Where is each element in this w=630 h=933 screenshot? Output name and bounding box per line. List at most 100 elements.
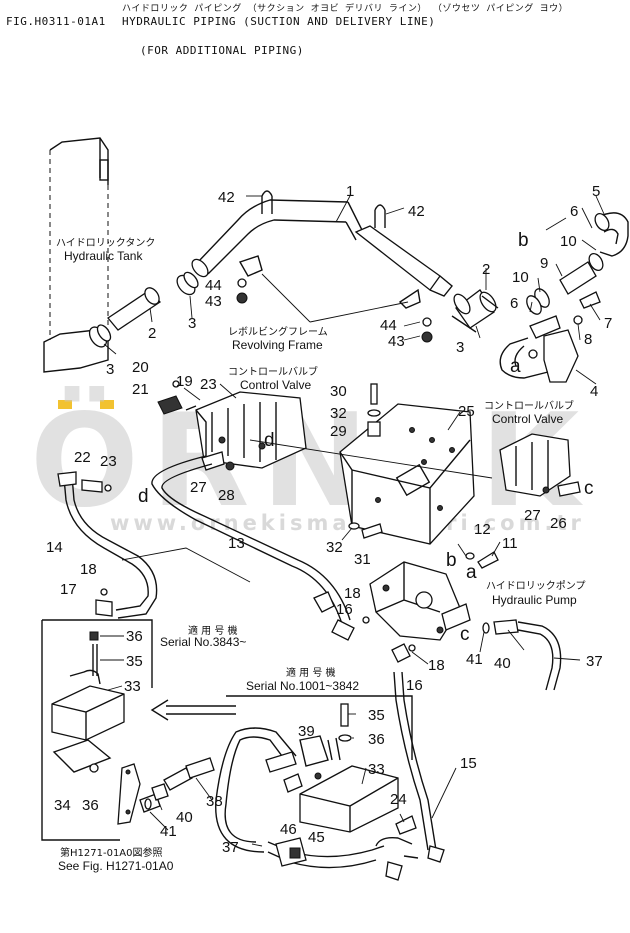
callout-21: 21 bbox=[132, 381, 149, 398]
hose-15-outline bbox=[401, 671, 437, 851]
callout-19: 19 bbox=[176, 373, 193, 390]
callout-3: 3 bbox=[188, 315, 196, 332]
watermark-brand: ÖRNEK bbox=[30, 386, 591, 536]
callout-15: 15 bbox=[460, 755, 477, 772]
hydraulic-pump-label: Hydraulic Pump bbox=[492, 593, 577, 607]
callout-37: 37 bbox=[222, 839, 239, 856]
callout-7: 7 bbox=[604, 315, 612, 332]
elbow-pipe-5-assembly bbox=[499, 212, 629, 383]
hose-37-right bbox=[517, 629, 554, 691]
callout-40: 40 bbox=[494, 655, 511, 672]
serial-arrow-icon bbox=[150, 699, 236, 721]
hose-13-outline bbox=[161, 463, 351, 621]
callout-a: a bbox=[510, 356, 521, 377]
connection-line-d bbox=[249, 439, 493, 479]
leader-lines bbox=[100, 195, 605, 847]
hose-15-fitting-2 bbox=[427, 845, 445, 863]
callout-27: 27 bbox=[190, 479, 207, 496]
callout-22: 22 bbox=[74, 449, 91, 466]
pipe-bracket-right bbox=[398, 288, 421, 309]
title-japanese: ハイドロリック パイピング （サクション オヨビ デリバリ ライン） （ゾウセツ… bbox=[122, 4, 569, 14]
hose-15 bbox=[393, 671, 429, 851]
callout-1: 1 bbox=[346, 183, 354, 200]
callout-36: 36 bbox=[82, 797, 99, 814]
hydraulic-pump bbox=[369, 561, 471, 641]
title-english: HYDRAULIC PIPING (SUCTION AND DELIVERY L… bbox=[122, 15, 436, 28]
callout-6: 6 bbox=[510, 295, 518, 312]
callout-32: 32 bbox=[326, 539, 343, 556]
callout-40: 40 bbox=[176, 809, 193, 826]
washer-44-right bbox=[422, 317, 432, 327]
callout-c: c bbox=[460, 624, 470, 645]
washer-32 bbox=[367, 409, 381, 417]
callout-3: 3 bbox=[456, 339, 464, 356]
callout-46: 46 bbox=[280, 821, 297, 838]
bolt-30 bbox=[370, 383, 378, 405]
bolt-31 bbox=[361, 523, 383, 539]
o-ring-18 bbox=[408, 644, 416, 652]
control-valve-left-label-jp: コントロールバルブ bbox=[228, 365, 318, 378]
revolving-frame-label: Revolving Frame bbox=[232, 338, 323, 352]
hose-14 bbox=[57, 471, 158, 619]
hose-15-end bbox=[375, 836, 419, 859]
bolt-11 bbox=[477, 551, 499, 569]
watermark-accent-2 bbox=[100, 400, 114, 409]
watermark-accent bbox=[58, 400, 72, 409]
hose-2-right bbox=[451, 289, 499, 333]
callout-45: 45 bbox=[308, 829, 325, 846]
callout-2: 2 bbox=[148, 325, 156, 342]
callout-33: 33 bbox=[124, 678, 141, 695]
serial-left-label-jp: 適 用 号 機 bbox=[188, 624, 238, 637]
serial-mid-label-jp: 適 用 号 機 bbox=[286, 666, 336, 679]
callout-42: 42 bbox=[218, 189, 235, 206]
see-fig-label-jp: 第H1271-01A0図参照 bbox=[60, 846, 163, 859]
callout-13: 13 bbox=[228, 535, 245, 552]
fitting-16 bbox=[391, 643, 411, 663]
callout-14: 14 bbox=[46, 539, 63, 556]
callout-39: 39 bbox=[298, 723, 315, 740]
callout-32: 32 bbox=[330, 405, 347, 422]
callout-d: d bbox=[138, 486, 149, 507]
callout-10: 10 bbox=[560, 233, 577, 250]
u-bolt-42-left bbox=[261, 190, 273, 214]
hose-13 bbox=[151, 455, 343, 625]
o-ring-18-upper bbox=[362, 616, 370, 624]
callout-31: 31 bbox=[354, 551, 371, 568]
subtitle: (FOR ADDITIONAL PIPING) bbox=[140, 44, 304, 57]
callout-10: 10 bbox=[512, 269, 529, 286]
watermark: ÖRNEK www.ornekismakinalari.com.tr bbox=[30, 386, 591, 536]
callout-4: 4 bbox=[590, 383, 598, 400]
hose-37-right-outline bbox=[517, 621, 562, 691]
callout-12: 12 bbox=[474, 521, 491, 538]
hose-37-loop-outline bbox=[215, 727, 297, 853]
washer-12 bbox=[465, 552, 475, 560]
callout-37: 37 bbox=[586, 653, 603, 670]
callout-18: 18 bbox=[428, 657, 445, 674]
hose-2-left bbox=[88, 287, 161, 348]
callout-28: 28 bbox=[218, 487, 235, 504]
suction-pipe-1 bbox=[176, 199, 453, 297]
callout-20: 20 bbox=[132, 359, 149, 376]
callout-30: 30 bbox=[330, 383, 347, 400]
inset-serial-1001-3842 bbox=[226, 695, 417, 835]
serial-left-label: Serial No.3843~ bbox=[160, 635, 246, 649]
bracket-see-fig bbox=[117, 757, 215, 825]
callout-44: 44 bbox=[380, 317, 397, 334]
callout-34: 34 bbox=[54, 797, 71, 814]
bracket-25 bbox=[339, 383, 475, 545]
callout-17: 17 bbox=[60, 581, 77, 598]
hydraulic-tank-label-jp: ハイドロリックタンク bbox=[56, 237, 155, 249]
callout-25: 25 bbox=[458, 403, 475, 420]
fitting-40 bbox=[493, 619, 519, 635]
hose-13-fitting-2 bbox=[313, 591, 335, 613]
control-valve-right-label: Control Valve bbox=[492, 412, 563, 426]
callout-24: 24 bbox=[390, 791, 407, 808]
callout-38: 38 bbox=[206, 793, 223, 810]
callout-43: 43 bbox=[205, 293, 222, 310]
control-valve-right bbox=[499, 433, 581, 497]
hose-37-loop bbox=[224, 736, 289, 843]
watermark-url: www.ornekismakinalari.com.tr bbox=[110, 511, 585, 535]
washer-32-lower bbox=[348, 522, 360, 530]
nut-43 bbox=[236, 292, 248, 304]
